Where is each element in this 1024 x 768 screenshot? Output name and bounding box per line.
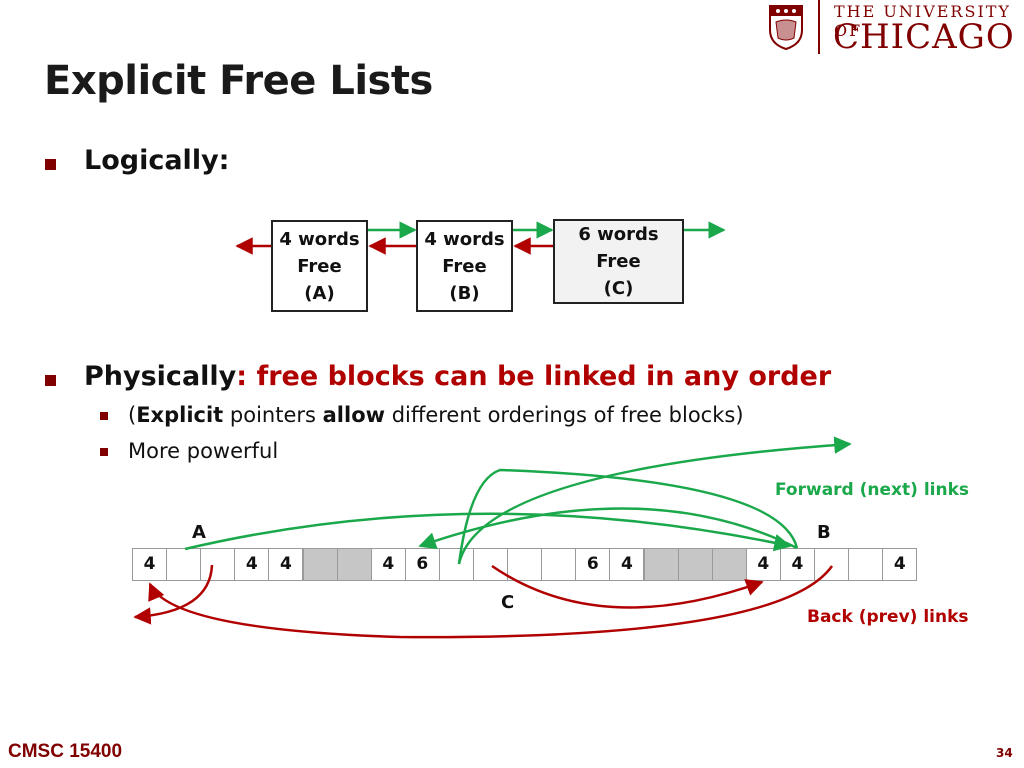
memory-cell-16	[677, 548, 713, 581]
back-links-label: Back (prev) links	[807, 607, 969, 627]
memory-cell-13: 6	[575, 548, 611, 581]
block-c-size: 6 words	[578, 224, 659, 245]
block-b-size: 4 words	[424, 229, 505, 250]
memory-cell-22: 4	[882, 548, 918, 581]
memory-cell-18: 4	[745, 548, 781, 581]
forward-link-c-out	[457, 436, 852, 565]
back-link-a-out	[133, 564, 214, 625]
bullet-square-icon	[45, 159, 56, 170]
block-a-name: (A)	[304, 283, 335, 304]
sub-bullet-more-powerful: More powerful	[128, 439, 279, 463]
memory-cell-21	[848, 548, 884, 581]
sub-bullet-square-icon	[100, 412, 108, 420]
block-a-status: Free	[297, 256, 342, 277]
logo-university-of: THE UNIVERSITY OF	[834, 2, 1011, 40]
forward-link-b-to-c	[457, 468, 799, 565]
page-number: 34	[996, 746, 1013, 760]
university-shield-icon	[769, 5, 803, 50]
block-c-name: (C)	[603, 278, 634, 299]
logical-block-a: 4 words Free (A)	[271, 220, 368, 312]
memory-label-c: C	[501, 592, 515, 613]
bullet-logically: Logically:	[84, 145, 230, 176]
memory-label-a: A	[192, 522, 206, 543]
memory-cell-10	[473, 548, 509, 581]
memory-label-b: B	[817, 522, 831, 543]
block-b-status: Free	[442, 256, 487, 277]
slide-title: Explicit Free Lists	[44, 58, 433, 104]
sub-bullet-square-icon	[100, 448, 108, 456]
memory-cell-5	[302, 548, 338, 581]
word-allow: allow	[322, 403, 386, 427]
logical-block-c: 6 words Free (C)	[553, 219, 684, 304]
block-a-size: 4 words	[279, 229, 360, 250]
back-link-b-to-a	[148, 565, 834, 639]
paren-open: (	[128, 403, 137, 427]
memory-cell-1	[166, 548, 202, 581]
forward-links-label: Forward (next) links	[775, 480, 969, 500]
memory-cell-0: 4	[132, 548, 168, 581]
physically-description: : free blocks can be linked in any order	[236, 361, 832, 392]
word-pointers: pointers	[223, 403, 323, 427]
word-explicit: Explicit	[136, 403, 224, 427]
sub-bullet-explicit-pointers: (Explicit pointers allow different order…	[128, 403, 744, 427]
course-label: CMSC 15400	[8, 741, 123, 762]
sub1-rest: different orderings of free blocks)	[385, 403, 744, 427]
forward-link-b-to-a6	[418, 507, 798, 550]
physically-label: Physically	[84, 361, 237, 392]
logical-block-b: 4 words Free (B)	[416, 220, 513, 312]
memory-cell-19: 4	[779, 548, 815, 581]
bullet-square-icon	[45, 375, 56, 386]
block-c-status: Free	[596, 251, 641, 272]
bullet-physically: Physically: free blocks can be linked in…	[84, 361, 831, 392]
logo-divider	[818, 0, 820, 54]
forward-link-a-to-b	[184, 512, 792, 552]
logo-chicago: CHICAGO	[833, 17, 1015, 57]
memory-cell-2	[200, 548, 236, 581]
block-b-name: (B)	[449, 283, 480, 304]
back-link-c-to-b	[491, 564, 764, 609]
memory-cell-3: 4	[234, 548, 270, 581]
memory-cell-14: 4	[609, 548, 645, 581]
